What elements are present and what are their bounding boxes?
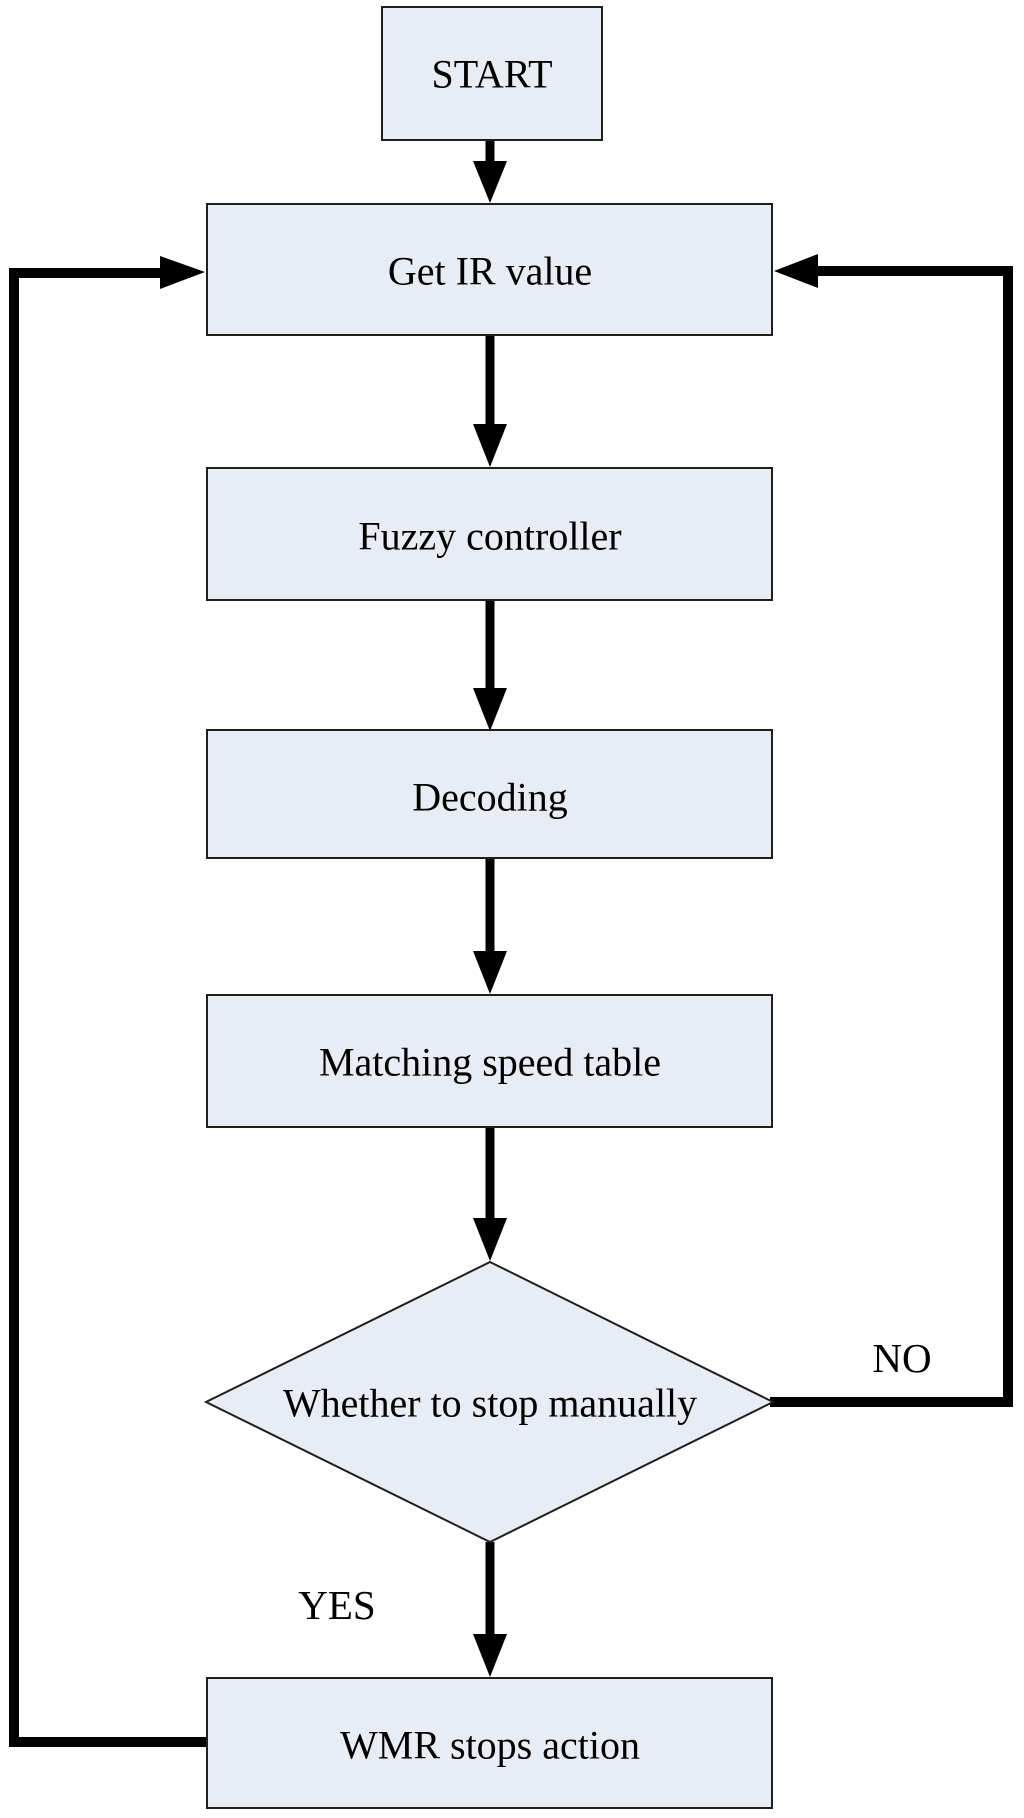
arrow-decoding-to-matching <box>473 858 507 994</box>
node-stop-decision-diamond <box>203 1260 776 1544</box>
arrow-down-icon <box>473 951 507 994</box>
arrow-get-ir-to-fuzzy <box>473 335 507 467</box>
node-get-ir-value-box <box>206 203 773 336</box>
node-matching-speed-table: Matching speed table <box>206 994 773 1128</box>
edge-label-no: NO <box>872 1335 931 1381</box>
node-start-box <box>381 6 603 141</box>
edge-wmr-loop <box>9 256 209 1747</box>
no-loop-line <box>770 266 1013 1407</box>
arrow-matching-to-decision <box>473 1127 507 1261</box>
node-fuzzy-controller: Fuzzy controller <box>206 467 773 601</box>
arrow-down-icon <box>473 1634 507 1677</box>
edge-label-yes: YES <box>298 1582 375 1628</box>
node-wmr-stops-action-label: WMR stops action <box>340 1723 640 1768</box>
arrow-down-icon <box>473 1218 507 1261</box>
node-wmr-stops-action: WMR stops action <box>206 1677 773 1809</box>
node-matching-speed-table-label: Matching speed table <box>319 1040 661 1085</box>
node-matching-speed-table-box <box>206 994 773 1128</box>
wmr-loop-arrowhead-icon <box>160 256 205 289</box>
no-loop-arrowhead-icon <box>774 254 818 288</box>
arrow-down-icon <box>473 161 507 203</box>
node-decoding: Decoding <box>206 729 773 859</box>
edge-no-loop <box>770 254 1013 1407</box>
node-fuzzy-controller-box <box>206 467 773 601</box>
arrow-fuzzy-to-decoding <box>473 600 507 731</box>
node-fuzzy-controller-label: Fuzzy controller <box>358 514 621 559</box>
arrow-decision-to-wmr <box>473 1542 507 1677</box>
node-wmr-stops-action-box <box>206 1677 773 1809</box>
node-get-ir-value: Get IR value <box>206 203 773 336</box>
node-stop-decision: Whether to stop manually <box>203 1260 776 1544</box>
arrow-down-icon <box>473 424 507 467</box>
node-get-ir-value-label: Get IR value <box>388 249 592 294</box>
node-decoding-box <box>206 729 773 859</box>
node-stop-decision-label: Whether to stop manually <box>283 1381 697 1426</box>
wmr-loop-line <box>9 268 209 1747</box>
node-start-label: START <box>431 52 552 97</box>
arrow-down-icon <box>473 688 507 731</box>
arrow-start-to-get-ir <box>473 138 507 203</box>
node-decoding-label: Decoding <box>412 775 568 820</box>
node-start: START <box>381 6 603 141</box>
